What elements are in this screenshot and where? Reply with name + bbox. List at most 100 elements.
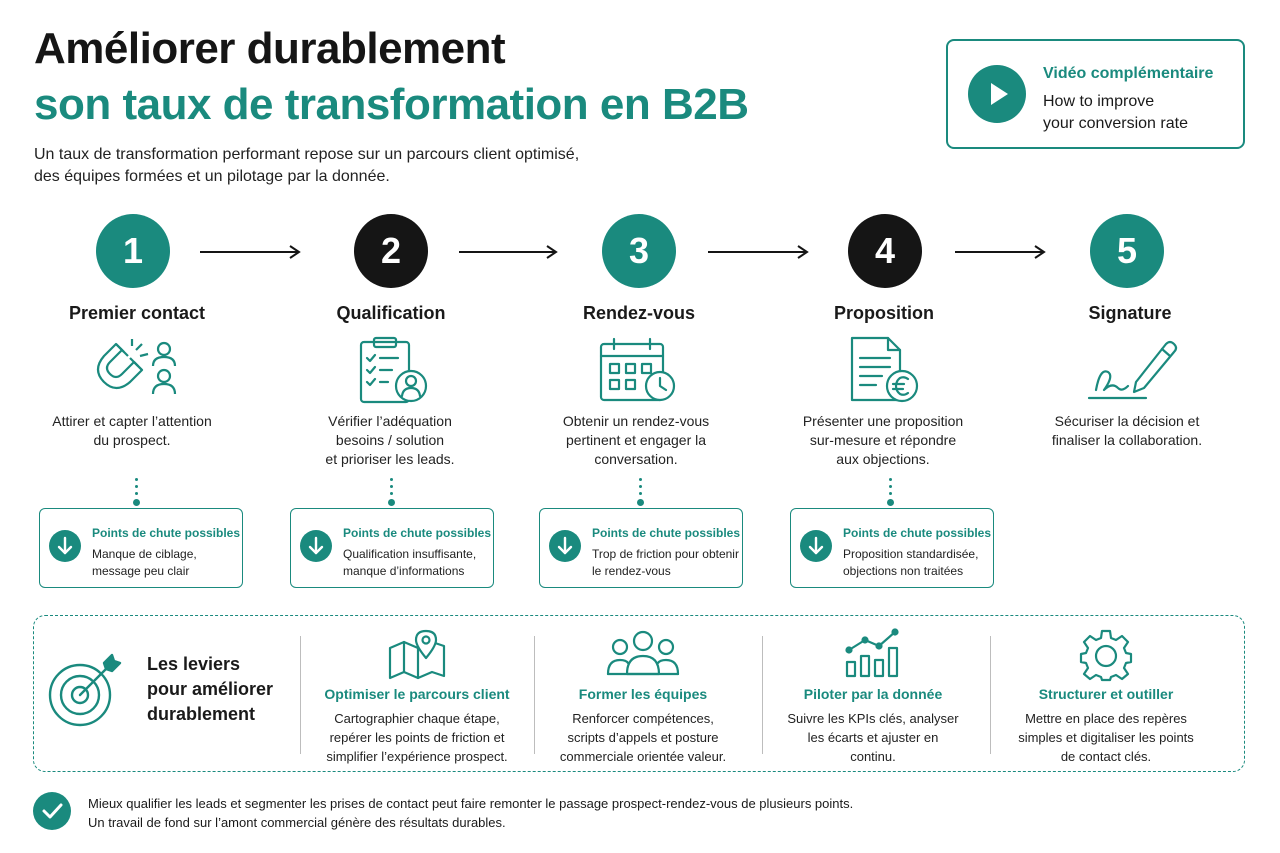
lever-text-line: les écarts et ajuster en	[807, 730, 939, 745]
step-3-number: 3	[602, 214, 676, 288]
step-4-title: Proposition	[834, 303, 934, 323]
lever-title: Optimiser le parcours client	[324, 686, 510, 702]
lever-title: Structurer et outiller	[1038, 686, 1174, 702]
check-icon	[33, 792, 71, 830]
drop-point-text: Qualification insuffisante, manque d’inf…	[343, 546, 476, 580]
lever-text-line: simplifier l’expérience prospect.	[326, 749, 508, 764]
lever-text-line: simples et digitaliser les points	[1018, 730, 1194, 745]
footer-line2: Un travail de fond sur l’amont commercia…	[88, 815, 506, 830]
lever-title: Piloter par la donnée	[803, 686, 943, 702]
drop-point-card: Points de chute possibles Proposition st…	[790, 508, 994, 588]
divider	[534, 636, 535, 754]
levers-title-line: durablement	[147, 704, 256, 724]
lever-title: Former les équipes	[578, 686, 708, 702]
arrow-right-icon	[459, 245, 558, 259]
step-3-desc-line: Obtenir un rendez-vous	[562, 413, 710, 429]
drop-point-line: Qualification insuffisante,	[343, 547, 477, 561]
step-4-desc-line: sur-mesure et répondre	[809, 432, 957, 448]
drop-point-card: Points de chute possibles Manque de cibl…	[39, 508, 243, 588]
arrow-right-icon	[708, 245, 809, 259]
lever-text: Suivre les KPIs clés, analyser les écart…	[763, 709, 983, 766]
step-3-desc-line: conversation.	[594, 451, 678, 467]
lever-text-line: repérer les points de friction et	[329, 730, 505, 745]
pen-signature-icon	[1087, 340, 1178, 400]
drop-point-line: Manque de ciblage,	[92, 547, 197, 561]
drop-point-line: objections non traitées	[843, 564, 964, 578]
lever-text-line: commerciale orientée valeur.	[559, 749, 727, 764]
dotted-connector	[887, 478, 894, 510]
drop-point-text: Trop de friction pour obtenir le rendez-…	[592, 546, 739, 580]
drop-point-text: Proposition standardisée, objections non…	[843, 546, 978, 580]
step-1-title: Premier contact	[68, 303, 206, 323]
map-pin-icon	[388, 629, 446, 680]
step-2-number: 2	[354, 214, 428, 288]
arrow-down-icon	[800, 530, 832, 562]
step-1-desc-line: du prospect.	[93, 432, 171, 448]
step-3-description: Obtenir un rendez-vous pertinent et enga…	[521, 412, 751, 469]
video-card[interactable]: Vidéo complémentaire How to improve your…	[946, 39, 1245, 149]
lever-text-line: scripts d’appels et posture	[567, 730, 719, 745]
step-1-number: 1	[96, 214, 170, 288]
step-4-description: Présenter une proposition sur-mesure et …	[768, 412, 998, 469]
lever-text-line: Suivre les KPIs clés, analyser	[787, 711, 959, 726]
step-2-desc-line: Vérifier l’adéquation	[328, 413, 452, 429]
divider	[762, 636, 763, 754]
step-2-desc-line: besoins / solution	[335, 432, 445, 448]
drop-point-line: Proposition standardisée,	[843, 547, 979, 561]
checklist-user-icon	[359, 336, 428, 404]
team-icon	[606, 630, 680, 676]
video-title: Vidéo complémentaire	[1043, 65, 1214, 82]
page-title-line2: son taux de transformation en B2B	[34, 80, 749, 129]
drop-point-title: Points de chute possibles	[343, 526, 492, 540]
lever-text-line: Renforcer compétences,	[572, 711, 714, 726]
levers-panel: Les leviers pour améliorer durablement O…	[33, 615, 1245, 772]
step-3-desc-line: pertinent et engager la	[565, 432, 707, 448]
arrow-down-icon	[549, 530, 581, 562]
lever-text-line: de contact clés.	[1060, 749, 1152, 764]
footer-note: Mieux qualifier les leads et segmenter l…	[88, 794, 853, 832]
step-2-desc-line: et prioriser les leads.	[325, 451, 455, 467]
drop-point-card: Points de chute possibles Trop de fricti…	[539, 508, 743, 588]
step-2-title: Qualification	[336, 303, 446, 323]
step-1-desc-line: Attirer et capter l’attention	[52, 413, 212, 429]
gear-icon	[1079, 629, 1133, 682]
step-3-title: Rendez-vous	[582, 303, 696, 323]
chart-growth-icon	[845, 628, 899, 678]
divider	[990, 636, 991, 754]
levers-title-line: pour améliorer	[147, 679, 274, 699]
drop-point-title: Points de chute possibles	[843, 526, 992, 540]
drop-point-line: manque d’informations	[343, 564, 465, 578]
play-icon[interactable]	[968, 65, 1026, 123]
document-euro-icon	[850, 336, 919, 403]
dotted-connector	[388, 478, 395, 510]
magnet-people-icon	[96, 339, 177, 395]
intro-line1: Un taux de transformation performant rep…	[34, 146, 580, 163]
step-4-number: 4	[848, 214, 922, 288]
step-5-description: Sécuriser la décision et finaliser la co…	[1012, 412, 1242, 450]
arrow-down-icon	[300, 530, 332, 562]
step-5-title: Signature	[1088, 303, 1172, 323]
lever-text-line: Mettre en place des repères	[1025, 711, 1187, 726]
lever-text-line: Cartographier chaque étape,	[334, 711, 500, 726]
dotted-connector	[637, 478, 644, 510]
lever-text: Mettre en place des repères simples et d…	[996, 709, 1216, 766]
video-subtitle: How to improve your conversion rate	[1043, 91, 1188, 135]
lever-text: Cartographier chaque étape, repérer les …	[307, 709, 527, 766]
intro-line2: des équipes formées et un pilotage par l…	[34, 168, 390, 185]
drop-point-line: le rendez-vous	[592, 564, 671, 578]
drop-point-text: Manque de ciblage, message peu clair	[92, 546, 197, 580]
video-subtitle-line1: How to improve	[1043, 93, 1155, 110]
target-icon	[48, 653, 122, 727]
dotted-connector	[133, 478, 140, 510]
step-5-desc-line: finaliser la collaboration.	[1051, 432, 1203, 448]
arrow-down-icon	[49, 530, 81, 562]
step-1-description: Attirer et capter l’attention du prospec…	[17, 412, 247, 450]
lever-text-line: continu.	[850, 749, 896, 764]
step-4-desc-line: aux objections.	[836, 451, 930, 467]
levers-title-line: Les leviers	[147, 654, 241, 674]
intro-text: Un taux de transformation performant rep…	[34, 144, 674, 188]
drop-point-card: Points de chute possibles Qualification …	[290, 508, 494, 588]
step-5-desc-line: Sécuriser la décision et	[1054, 413, 1200, 429]
page-title-line1: Améliorer durablement	[34, 24, 506, 73]
step-2-description: Vérifier l’adéquation besoins / solution…	[275, 412, 505, 469]
